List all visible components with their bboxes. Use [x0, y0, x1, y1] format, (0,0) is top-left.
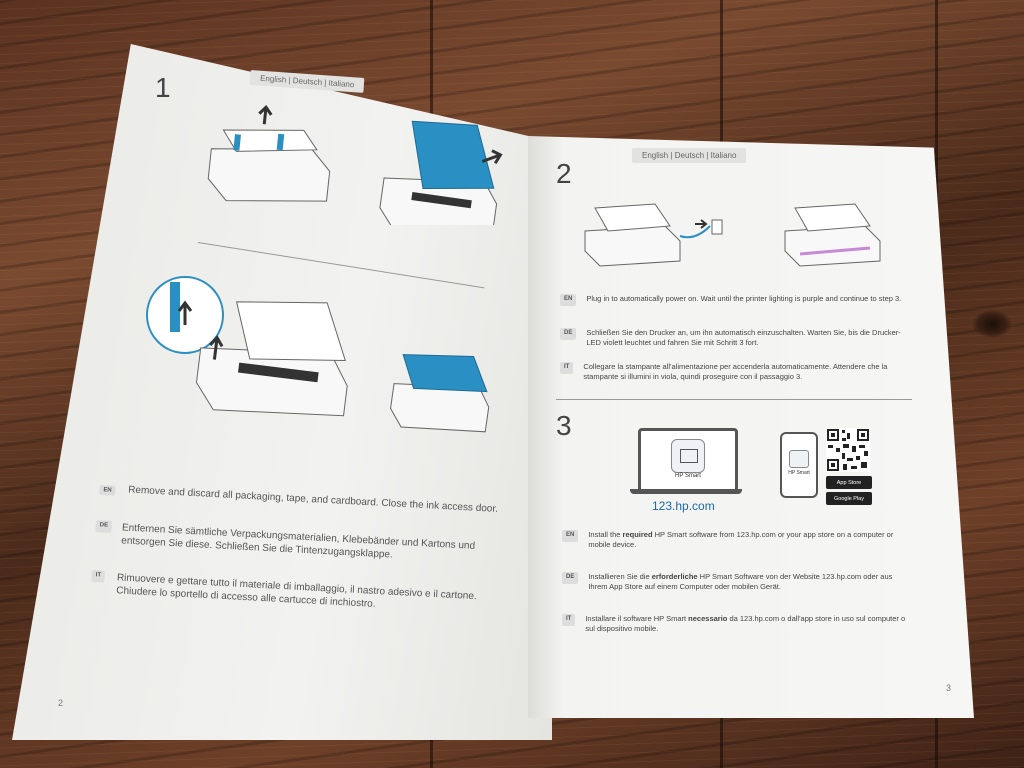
instruction-text: Collegare la stampante all'alimentazione…	[583, 362, 888, 381]
power-outlet-icon	[711, 219, 723, 235]
language-code: DE	[95, 520, 113, 533]
hp-smart-app-icon	[671, 439, 705, 473]
printer-unlit	[584, 203, 681, 267]
hp-smart-app-icon	[789, 450, 809, 468]
printer-with-tape	[207, 105, 331, 202]
arrow-icon	[695, 219, 708, 229]
language-code: EN	[560, 294, 577, 306]
qr-code	[826, 428, 870, 472]
laptop-illustration: HP Smart	[638, 428, 738, 494]
section-divider	[556, 399, 912, 400]
step-number: 3	[556, 410, 572, 441]
instruction-text: Schließen Sie den Drucker an, um ihn aut…	[586, 328, 901, 347]
instruction-text: Installare il software HP Smart necessar…	[585, 614, 906, 633]
instruction-de: DE Installieren Sie die erforderliche HP…	[562, 572, 912, 592]
step-number: 2	[556, 158, 572, 189]
step-number: 1	[155, 72, 171, 103]
printer-closing-lid	[390, 354, 490, 433]
instruction-en: EN Install the required HP Smart softwar…	[562, 530, 902, 550]
language-code: EN	[99, 484, 116, 496]
instruction-de: DE Schließen Sie den Drucker an, um ihn …	[560, 328, 910, 348]
language-code: IT	[91, 570, 106, 583]
language-tabs: English | Deutsch | Italiano	[632, 148, 747, 163]
instruction-it: IT Installare il software HP Smart neces…	[562, 614, 912, 634]
language-code: DE	[560, 328, 577, 340]
ink-access-illustration	[146, 276, 490, 433]
instruction-text: Install the required HP Smart software f…	[588, 530, 894, 549]
language-code: DE	[562, 572, 579, 584]
zoom-callout	[146, 276, 224, 354]
app-store-badge[interactable]: App Store	[826, 476, 872, 489]
language-code: EN	[562, 530, 579, 542]
language-code: IT	[562, 614, 576, 626]
printer-open-lid	[379, 120, 503, 225]
printer-icon	[680, 449, 698, 463]
printer-lit-purple	[784, 203, 881, 267]
instruction-text: Installieren Sie die erforderliche HP Sm…	[588, 572, 893, 591]
instruction-en: EN Plug in to automatically power on. Wa…	[560, 294, 910, 306]
printer-ink-door	[195, 301, 348, 417]
printer-plug-in-illustration	[584, 203, 881, 267]
setup-url: 123.hp.com	[652, 499, 715, 513]
power-cable	[679, 225, 711, 239]
printer-unbox-illustration	[207, 105, 503, 225]
laptop-app-label: HP Smart	[675, 473, 701, 479]
page-number: 2	[58, 698, 64, 708]
phone-illustration: HP Smart	[780, 432, 818, 498]
language-code: IT	[560, 362, 574, 374]
instruction-it: IT Collegare la stampante all'alimentazi…	[560, 362, 910, 382]
phone-app-label: HP Smart	[788, 470, 810, 476]
instruction-text: Plug in to automatically power on. Wait …	[586, 294, 902, 303]
laptop-base	[630, 489, 742, 494]
page-number: 3	[946, 683, 952, 693]
wood-knot	[972, 310, 1012, 338]
google-play-badge[interactable]: Google Play	[826, 492, 872, 505]
